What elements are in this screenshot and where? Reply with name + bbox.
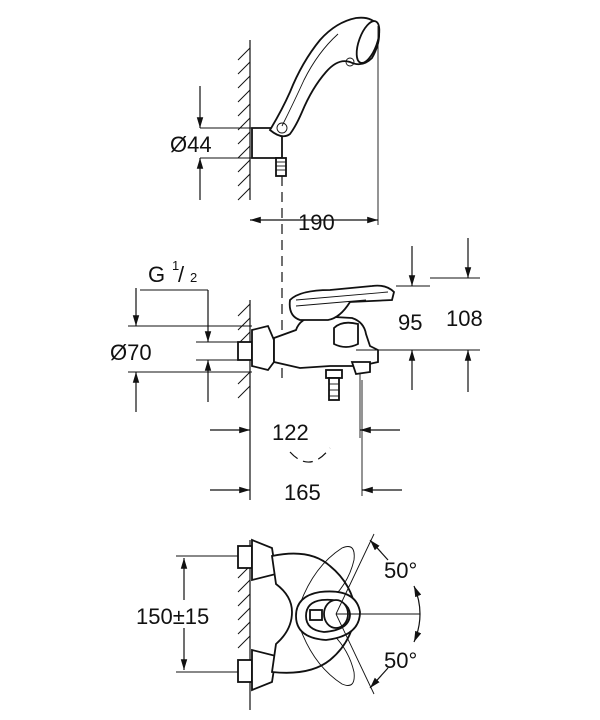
- holder-screw: [275, 157, 287, 177]
- dim-thread-num: 1: [172, 258, 179, 273]
- wall-hatching-bottom: [237, 565, 251, 649]
- dim-thread-den: 2: [190, 270, 197, 285]
- mixer-knob: [333, 321, 359, 348]
- mixer-side-view: G 1 / 2 Ø70 95 108 122 1: [110, 238, 483, 505]
- dim-angle-top: 50°: [384, 558, 417, 583]
- wall-connector-bottom: [237, 659, 253, 683]
- hose-connector: [328, 377, 340, 401]
- wall-hatching-middle: [237, 303, 251, 399]
- shower-head-face: [355, 20, 381, 64]
- dim-lever-height: 95: [398, 310, 422, 335]
- svg-text:/: /: [178, 262, 185, 287]
- dim-total-reach: 165: [284, 480, 321, 505]
- lever-position-down: [299, 627, 355, 686]
- dim-shower-reach: 190: [298, 210, 335, 235]
- spout-arc: [289, 447, 331, 463]
- dim-centers: 150±15: [136, 604, 209, 629]
- dim-angle-bottom: 50°: [384, 648, 417, 673]
- wall-connector-top: [237, 545, 253, 569]
- wall-connector: [237, 341, 253, 361]
- dim-holder-diameter: Ø44: [170, 132, 212, 157]
- indicator: [309, 609, 323, 621]
- dim-wall-diameter: Ø70: [110, 340, 152, 365]
- hand-shower-view: Ø44 190: [170, 16, 381, 235]
- dim-total-height: 108: [446, 306, 483, 331]
- mixer-top-view: 150±15 50° 50°: [136, 533, 422, 710]
- mixer-body: [273, 315, 379, 369]
- escutcheon: [251, 324, 275, 372]
- diverter-nut: [325, 369, 343, 379]
- wall-hatching-top: [237, 47, 251, 201]
- hand-shower: [268, 16, 381, 138]
- lever-position-up: [299, 546, 355, 605]
- escutcheon-bottom: [251, 648, 278, 692]
- dim-spout-reach: 122: [272, 420, 309, 445]
- dim-thread-g: G: [148, 262, 165, 287]
- spout: [350, 361, 371, 375]
- mixer-lever: [288, 284, 395, 321]
